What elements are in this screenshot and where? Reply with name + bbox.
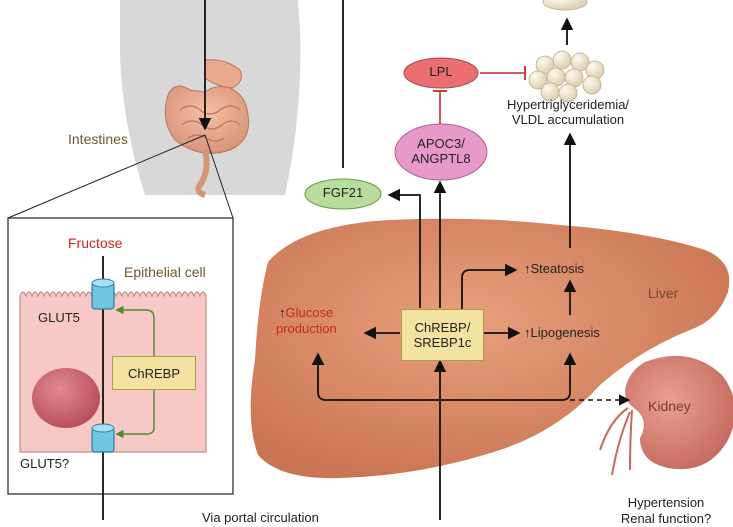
- hypertg-label-line2: VLDL accumulation: [511, 112, 625, 127]
- epithelial-inset-frame: [7, 217, 234, 495]
- zoom-line-right: [204, 134, 234, 219]
- lpl-node: [403, 57, 479, 89]
- renal-function-label: Renal function?: [620, 511, 712, 526]
- zoom-line-left: [7, 134, 206, 219]
- steatosis-label-wrap: ↑Steatosis: [524, 261, 584, 277]
- chrebp-liver-label-line1: ChREBP/: [414, 320, 471, 335]
- fructose-label: Fructose: [68, 235, 123, 251]
- apoc3-label-line1: APOC3/: [417, 136, 465, 151]
- kidney-vessels: [599, 407, 633, 476]
- chrebp-to-glut5-arrow: [115, 305, 155, 357]
- lipogenesis-label-wrap: ↑Lipogenesis: [524, 325, 600, 341]
- lpl-label: LPL: [429, 64, 453, 79]
- glut5-label: GLUT5: [38, 310, 80, 325]
- lipogenesis-up-arrow: ↑: [524, 325, 531, 340]
- apoc3-label-line2: ANGPTL8: [411, 151, 471, 166]
- chrebp-cell-label: ChREBP: [127, 365, 181, 381]
- hypertension-label: Hypertension: [627, 495, 705, 510]
- chrebp-liver-label-line2: SREBP1c: [413, 335, 472, 350]
- glucose-up-arrow: ↑: [279, 305, 286, 320]
- hypertg-label-line1: Hypertriglyceridemia/: [506, 97, 630, 112]
- glucose-label-wrap: ↑Glucose: [279, 305, 334, 321]
- nucleus: [32, 368, 100, 428]
- lipid-droplets: [528, 0, 605, 103]
- bottom-loop-right-arrow: [317, 352, 577, 401]
- glut5-apical-transporter: [91, 278, 115, 310]
- chrebp-cell-box: ChREBP: [112, 356, 196, 390]
- fgf21-label: FGF21: [322, 185, 364, 200]
- steatosis-label: Steatosis: [530, 261, 584, 276]
- glucose-label-line2: production: [276, 321, 337, 336]
- chrebp-to-glut5q-arrow: [115, 389, 155, 439]
- lipogenesis-label: Lipogenesis: [530, 325, 600, 340]
- chrebp-to-steatosis-arrow: [461, 263, 518, 310]
- glucose-label-line1: Glucose: [285, 305, 334, 320]
- glut5-basolateral-transporter: [91, 423, 115, 453]
- fgf21-node: [304, 178, 382, 210]
- intestines-label: Intestines: [68, 131, 128, 147]
- steatosis-up-arrow: ↑: [524, 261, 531, 276]
- epithelial-cell-label: Epithelial cell: [124, 264, 206, 280]
- kidney-label: Kidney: [648, 398, 691, 414]
- kidney-illustration: [625, 355, 733, 470]
- apoc3-node: [394, 123, 488, 181]
- chrebp-srebp1c-box: ChREBP/ SREBP1c: [401, 309, 484, 361]
- liver-illustration: [250, 218, 730, 479]
- portal-circulation-label: Via portal circulation: [202, 510, 319, 525]
- glut5-question-label: GLUT5?: [20, 456, 70, 471]
- chrebp-to-fgf21-arrow: [387, 188, 421, 308]
- liver-label: Liver: [648, 285, 679, 301]
